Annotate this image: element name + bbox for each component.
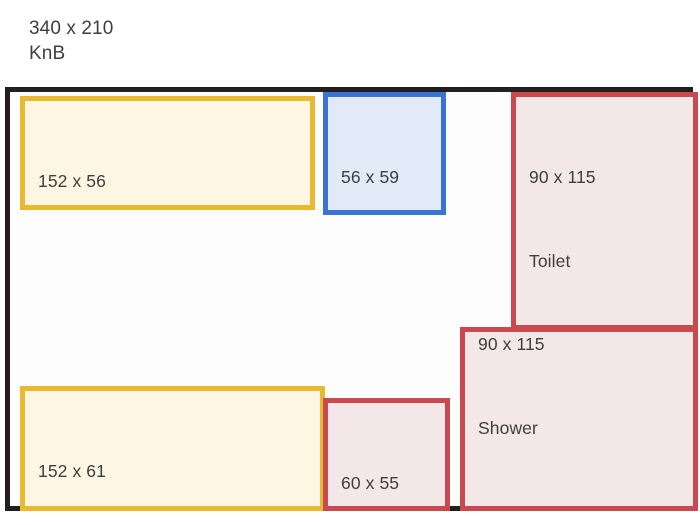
item-dimensions-basin: 60 x 55 — [341, 473, 400, 493]
item-label-basin: 60 x 55 Basin — [341, 413, 400, 506]
item-label-shower: 90 x 115 Shower — [478, 332, 545, 498]
item-label-counter-cooktop-dryer: 152 x 61 Counter-Cooktop-Dryer — [38, 401, 222, 506]
page-title: 340 x 210 KnB — [29, 16, 113, 66]
item-dimensions-shower: 90 x 115 — [478, 334, 545, 354]
item-basin[interactable]: 60 x 55 Basin — [323, 398, 450, 511]
item-counter-sink-washer[interactable]: 152 x 56 Counter-Sink-Washer — [20, 96, 315, 210]
room-outline: 152 x 56 Counter-Sink-Washer 56 x 59 Fri… — [5, 87, 698, 511]
item-toilet[interactable]: 90 x 115 Toilet — [511, 92, 698, 330]
item-dimensions-toilet: 90 x 115 — [529, 167, 596, 187]
item-dimensions-counter-sink-washer: 152 x 56 — [38, 171, 106, 191]
room-dimensions-label: 340 x 210 — [29, 18, 114, 39]
item-fridge[interactable]: 56 x 59 Fridge — [323, 92, 446, 215]
item-shower[interactable]: 90 x 115 Shower — [460, 327, 698, 511]
item-label-fridge: 56 x 59 Fridge — [341, 107, 400, 210]
room-code-label: KnB — [29, 43, 66, 64]
item-counter-cooktop-dryer[interactable]: 152 x 61 Counter-Cooktop-Dryer — [20, 386, 325, 511]
item-dimensions-counter-cooktop-dryer: 152 x 61 — [38, 461, 106, 481]
item-dimensions-fridge: 56 x 59 — [341, 167, 400, 187]
item-name-shower: Shower — [478, 418, 538, 438]
item-name-toilet: Toilet — [529, 251, 571, 271]
item-label-toilet: 90 x 115 Toilet — [529, 107, 596, 325]
item-label-counter-sink-washer: 152 x 56 Counter-Sink-Washer — [38, 111, 208, 205]
